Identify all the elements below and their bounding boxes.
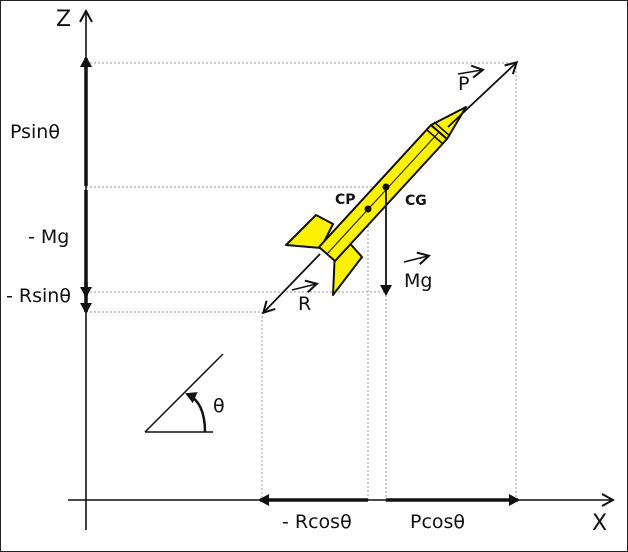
angle-label: θ (213, 395, 225, 417)
drag-vector-label: R (298, 293, 311, 315)
drag-vertical-label: - Rsinθ (6, 285, 71, 307)
weight-vector-overbar (403, 256, 428, 262)
thrust-vector-label: P (458, 73, 469, 95)
drag-vector (264, 253, 321, 312)
rocket-body-band-2 (433, 121, 451, 137)
drag-horizontal-label: - Rcosθ (282, 511, 352, 533)
rocket-centerline (326, 131, 440, 255)
angle-slant-line (144, 353, 224, 433)
weight-vertical-label: - Mg (28, 226, 69, 248)
thrust-vertical-label: Psinθ (10, 121, 60, 143)
thrust-horizontal-label: Pcosθ (410, 511, 465, 533)
rocket (285, 106, 467, 296)
weight-vector-label: Mg (404, 270, 432, 292)
center-of-gravity-label: CG (405, 193, 427, 209)
thrust-vector (447, 63, 516, 128)
angle-diagram (144, 353, 224, 433)
center-of-pressure-label: CP (335, 192, 356, 208)
x-axis-label: X (592, 511, 607, 536)
center-of-gravity-dot (382, 183, 390, 191)
center-of-pressure-dot (364, 205, 372, 213)
z-axis-label: Z (56, 7, 71, 32)
thrust-vector-overbar (457, 70, 482, 74)
angle-arc-arrow (185, 392, 207, 433)
drag-vector-overbar (291, 284, 316, 290)
